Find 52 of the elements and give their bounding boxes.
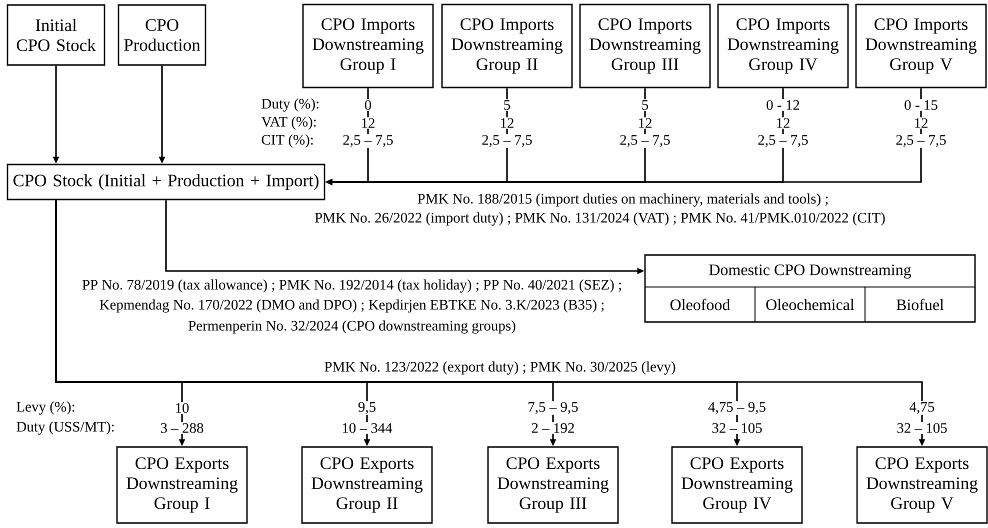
process-box: CPO Exports Downstreaming Group V bbox=[856, 446, 988, 524]
process-box: CPO Stock (Initial + Production + Import) bbox=[6, 164, 326, 200]
value-label: 4,75 bbox=[908, 401, 936, 415]
value-label: 0 bbox=[363, 99, 373, 111]
value-label: 12 bbox=[774, 117, 792, 129]
process-box: CPO Exports Downstreaming Group II bbox=[301, 446, 433, 524]
process-box: CPO Imports Downstreaming Group III bbox=[579, 4, 711, 88]
value-label: 12 bbox=[498, 117, 516, 129]
row-label: Levy (%): bbox=[15, 400, 76, 416]
value-label: 10 – 344 bbox=[340, 422, 394, 434]
value-label: 7,5 – 9,5 bbox=[526, 401, 580, 415]
process-box: CPO Production bbox=[118, 4, 206, 66]
value-label: 2,5 – 7,5 bbox=[894, 134, 948, 148]
value-label: 3 – 288 bbox=[159, 422, 205, 434]
value-label: 0 - 12 bbox=[765, 99, 801, 111]
process-box: CPO Exports Downstreaming Group IV bbox=[671, 446, 803, 524]
process-box: CPO Imports Downstreaming Group I bbox=[302, 4, 434, 88]
process-box: Initial CPO Stock bbox=[6, 4, 106, 66]
process-box: CPO Imports Downstreaming Group II bbox=[441, 4, 573, 88]
note-text: PMK No. 123/2022 (export duty) ; PMK No. 30/2025 (levy) bbox=[323, 360, 677, 376]
category-cell: Oleofood bbox=[644, 286, 756, 322]
value-label: 10 bbox=[174, 402, 190, 414]
value-label: 32 – 105 bbox=[896, 422, 948, 434]
row-label: CIT (%): bbox=[260, 133, 315, 149]
value-label: 12 bbox=[912, 117, 930, 129]
value-label: 2,5 – 7,5 bbox=[480, 134, 534, 148]
value-label: 2,5 – 7,5 bbox=[756, 134, 810, 148]
category-cell: Oleochemical bbox=[754, 286, 866, 322]
value-label: 2 – 192 bbox=[530, 422, 576, 434]
process-box: CPO Imports Downstreaming Group V bbox=[855, 4, 987, 88]
value-label: 2,5 – 7,5 bbox=[618, 134, 672, 148]
value-label: 0 - 15 bbox=[903, 99, 939, 111]
note-text: PP No. 78/2019 (tax allowance) ; PMK No. 192/2014 (tax holiday) ; PP No. 40/2021 (SEZ) ; bbox=[80, 278, 624, 294]
row-label: VAT (%): bbox=[260, 115, 318, 131]
process-box: CPO Imports Downstreaming Group IV bbox=[717, 4, 849, 88]
value-label: 2,5 – 7,5 bbox=[342, 134, 394, 148]
value-label: 32 – 105 bbox=[710, 422, 764, 434]
row-label: Duty (%): bbox=[260, 97, 321, 113]
value-label: 12 bbox=[636, 117, 654, 129]
value-label: 5 bbox=[640, 99, 650, 111]
value-label: 9,5 bbox=[356, 401, 378, 415]
value-label: 12 bbox=[360, 117, 376, 129]
note-text: PMK No. 26/2022 (import duty) ; PMK No. 131/2024 (VAT) ; PMK No. 41/PMK.010/2022 (CIT) bbox=[314, 211, 886, 227]
process-box: CPO Exports Downstreaming Group I bbox=[116, 446, 248, 524]
row-label: Duty (USS/MT): bbox=[15, 420, 116, 436]
value-label: 4,75 – 9,5 bbox=[707, 401, 767, 415]
value-label: 5 bbox=[502, 99, 512, 111]
note-text: PMK No. 188/2015 (import duties on machinery, materials and tools) ; bbox=[416, 192, 830, 208]
note-text: Kepmendag No. 170/2022 (DMO and DPO) ; Kepdirjen EBTKE No. 3.K/2023 (B35) ; bbox=[98, 298, 606, 314]
note-text: Permenperin No. 32/2024 (CPO downstreaming groups) bbox=[187, 319, 517, 335]
category-cell: Biofuel bbox=[864, 286, 976, 322]
process-box: CPO Exports Downstreaming Group III bbox=[487, 446, 619, 524]
